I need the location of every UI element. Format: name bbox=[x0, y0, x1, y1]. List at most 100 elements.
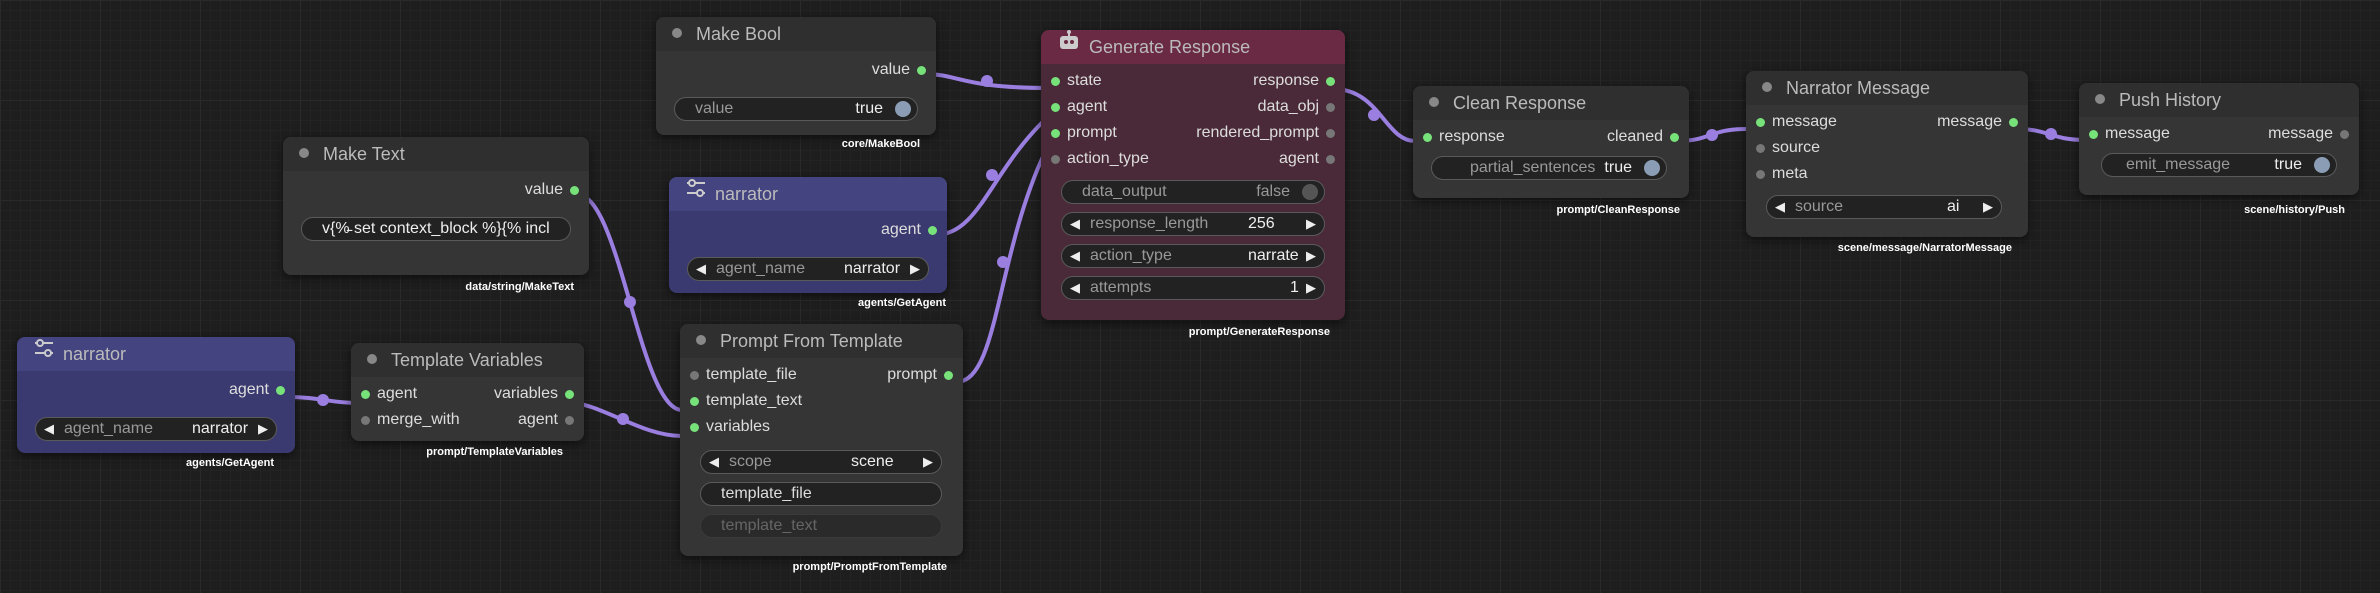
wire-midpoint bbox=[617, 413, 629, 425]
node-make-bool[interactable]: Make Bool value value true bbox=[656, 17, 936, 135]
output-slot[interactable] bbox=[2340, 130, 2349, 139]
arrow-left-icon[interactable]: ◀ bbox=[709, 454, 719, 469]
attempts-stepper[interactable]: ◀ attempts 1 ▶ bbox=[1061, 276, 1325, 300]
output-label: cleaned bbox=[1606, 128, 1663, 145]
output-slot[interactable] bbox=[565, 390, 574, 399]
output-slot[interactable] bbox=[1326, 103, 1335, 112]
wire-response-to-response bbox=[1331, 87, 1417, 143]
node-clean-response[interactable]: Clean Response response cleaned partial_… bbox=[1413, 86, 1689, 198]
response-length-stepper[interactable]: ◀ response_length 256 ▶ bbox=[1061, 212, 1325, 236]
output-slot[interactable] bbox=[565, 416, 574, 425]
template-file-field[interactable]: template_file bbox=[700, 482, 942, 506]
toggle-widget[interactable]: value true bbox=[674, 97, 918, 121]
node-title[interactable]: narrator bbox=[17, 337, 295, 371]
data-output-toggle[interactable]: data_output false bbox=[1061, 180, 1325, 204]
node-title[interactable]: narrator bbox=[669, 177, 947, 211]
output-slot[interactable] bbox=[928, 226, 937, 235]
widget-value: false bbox=[1256, 183, 1290, 200]
scope-combo-widget[interactable]: ◀ scope scene ▶ bbox=[700, 450, 942, 474]
input-slot[interactable] bbox=[361, 416, 370, 425]
source-combo[interactable]: ◀ source ai ▶ bbox=[1766, 195, 2002, 219]
node-title[interactable]: Prompt From Template bbox=[680, 324, 963, 358]
node-title[interactable]: Clean Response bbox=[1413, 86, 1689, 120]
widget-name: scope bbox=[729, 453, 772, 470]
input-slot[interactable] bbox=[361, 390, 370, 399]
widget-value: true bbox=[1604, 159, 1632, 176]
output-slot[interactable] bbox=[1326, 77, 1335, 86]
output-slot[interactable] bbox=[276, 386, 285, 395]
emit-message-toggle[interactable]: emit_message true bbox=[2101, 153, 2337, 177]
toggle-knob-icon bbox=[1302, 184, 1318, 200]
node-title[interactable]: Make Text bbox=[283, 137, 589, 171]
arrow-left-icon[interactable]: ◀ bbox=[1070, 216, 1080, 231]
output-slot[interactable] bbox=[944, 371, 953, 380]
collapse-dot-icon[interactable] bbox=[1429, 97, 1439, 108]
input-slot[interactable] bbox=[1756, 170, 1765, 179]
action-type-combo[interactable]: ◀ action_type narrate ▶ bbox=[1061, 244, 1325, 268]
input-slot[interactable] bbox=[690, 397, 699, 406]
arrow-right-icon[interactable]: ▶ bbox=[1306, 248, 1316, 263]
arrow-right-icon[interactable]: ▶ bbox=[923, 454, 933, 469]
collapse-dot-icon[interactable] bbox=[1762, 82, 1772, 93]
widget-name: data_output bbox=[1082, 183, 1167, 200]
output-slot[interactable] bbox=[1670, 133, 1679, 142]
output-slot[interactable] bbox=[917, 66, 926, 75]
input-slot[interactable] bbox=[1756, 144, 1765, 153]
arrow-left-icon[interactable]: ◀ bbox=[1070, 280, 1080, 295]
input-slot[interactable] bbox=[1051, 155, 1060, 164]
node-title[interactable]: Generate Response bbox=[1041, 30, 1345, 64]
text-widget[interactable]: v{%̵ set context_block %}{% incl bbox=[301, 217, 571, 241]
output-slot[interactable] bbox=[1326, 155, 1335, 164]
input-label: meta bbox=[1772, 165, 1808, 182]
arrow-left-icon[interactable]: ◀ bbox=[44, 421, 54, 436]
node-make-text[interactable]: Make Text value v{%̵ set context_block %… bbox=[283, 137, 589, 275]
arrow-right-icon[interactable]: ▶ bbox=[910, 261, 920, 276]
node-title[interactable]: Template Variables bbox=[351, 343, 584, 377]
collapse-dot-icon[interactable] bbox=[367, 354, 377, 365]
arrow-right-icon[interactable]: ▶ bbox=[1306, 216, 1316, 231]
input-slot[interactable] bbox=[1423, 133, 1432, 142]
combo-widget[interactable]: ◀ agent_name narrator ▶ bbox=[35, 417, 277, 441]
node-prompt-from-template[interactable]: Prompt From Template template_file promp… bbox=[680, 324, 963, 556]
input-slot[interactable] bbox=[1051, 77, 1060, 86]
node-push-history[interactable]: Push History message message emit_messag… bbox=[2079, 83, 2359, 195]
collapse-dot-icon[interactable] bbox=[672, 28, 682, 39]
node-template-variables[interactable]: Template Variables agent variables merge… bbox=[351, 343, 584, 441]
output-label: response bbox=[1253, 72, 1319, 89]
input-slot[interactable] bbox=[1756, 118, 1765, 127]
combo-widget[interactable]: ◀ agent_name narrator ▶ bbox=[687, 257, 929, 281]
input-label: template_text bbox=[706, 392, 803, 409]
collapse-dot-icon[interactable] bbox=[696, 335, 706, 346]
arrow-left-icon[interactable]: ◀ bbox=[696, 261, 706, 276]
collapse-dot-icon[interactable] bbox=[2095, 94, 2105, 105]
partial-sentences-toggle[interactable]: partial_sentences true bbox=[1431, 156, 1667, 180]
node-title[interactable]: Push History bbox=[2079, 83, 2359, 117]
node-generate-response[interactable]: Generate Response state response agent d… bbox=[1041, 30, 1345, 320]
node-get-agent[interactable]: narrator agent ◀ agent_name narrator ▶ bbox=[17, 337, 295, 453]
node-title[interactable]: Narrator Message bbox=[1746, 71, 2028, 105]
node-narrator-message[interactable]: Narrator Message message message source … bbox=[1746, 71, 2028, 237]
wire-midpoint bbox=[986, 169, 998, 181]
node-title[interactable]: Make Bool bbox=[656, 17, 936, 51]
arrow-left-icon[interactable]: ◀ bbox=[1070, 248, 1080, 263]
input-slot[interactable] bbox=[2089, 130, 2098, 139]
widget-value: true bbox=[855, 100, 883, 117]
node-title-text: narrator bbox=[715, 184, 779, 204]
template-text-field[interactable]: template_text bbox=[700, 514, 942, 538]
wire-midpoint bbox=[997, 256, 1009, 268]
input-slot[interactable] bbox=[690, 423, 699, 432]
output-slot[interactable] bbox=[2009, 118, 2018, 127]
collapse-dot-icon[interactable] bbox=[299, 148, 309, 159]
output-label: rendered_prompt bbox=[1196, 124, 1319, 141]
input-slot[interactable] bbox=[690, 371, 699, 380]
arrow-right-icon[interactable]: ▶ bbox=[258, 421, 268, 436]
input-slot[interactable] bbox=[1051, 103, 1060, 112]
node-get-agent[interactable]: narrator agent ◀ agent_name narrator ▶ bbox=[669, 177, 947, 293]
widget-value: 256 bbox=[1248, 215, 1275, 232]
arrow-right-icon[interactable]: ▶ bbox=[1983, 199, 1993, 214]
arrow-left-icon[interactable]: ◀ bbox=[1775, 199, 1785, 214]
input-slot[interactable] bbox=[1051, 129, 1060, 138]
output-slot[interactable] bbox=[1326, 129, 1335, 138]
arrow-right-icon[interactable]: ▶ bbox=[1306, 280, 1316, 295]
output-slot[interactable] bbox=[570, 186, 579, 195]
